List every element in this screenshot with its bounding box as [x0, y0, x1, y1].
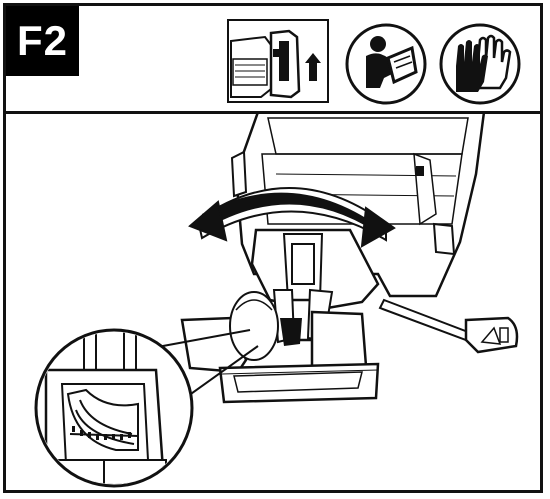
- figure-frame: F2: [3, 3, 543, 493]
- saw-handle-cord: [378, 298, 519, 354]
- figure-header: F2: [6, 6, 540, 114]
- step-badge: F2: [6, 6, 79, 76]
- saw-base: [180, 291, 380, 404]
- bevel-arm: [250, 228, 380, 346]
- bevel-rotation-arrow: [188, 187, 396, 248]
- wear-gloves-icon: [439, 23, 521, 105]
- battery-insert-icon: [227, 19, 329, 103]
- miter-saw-bevel-illustration: [34, 114, 519, 488]
- bevel-scale-detail-callout: [34, 328, 194, 488]
- read-manual-icon: [345, 23, 427, 105]
